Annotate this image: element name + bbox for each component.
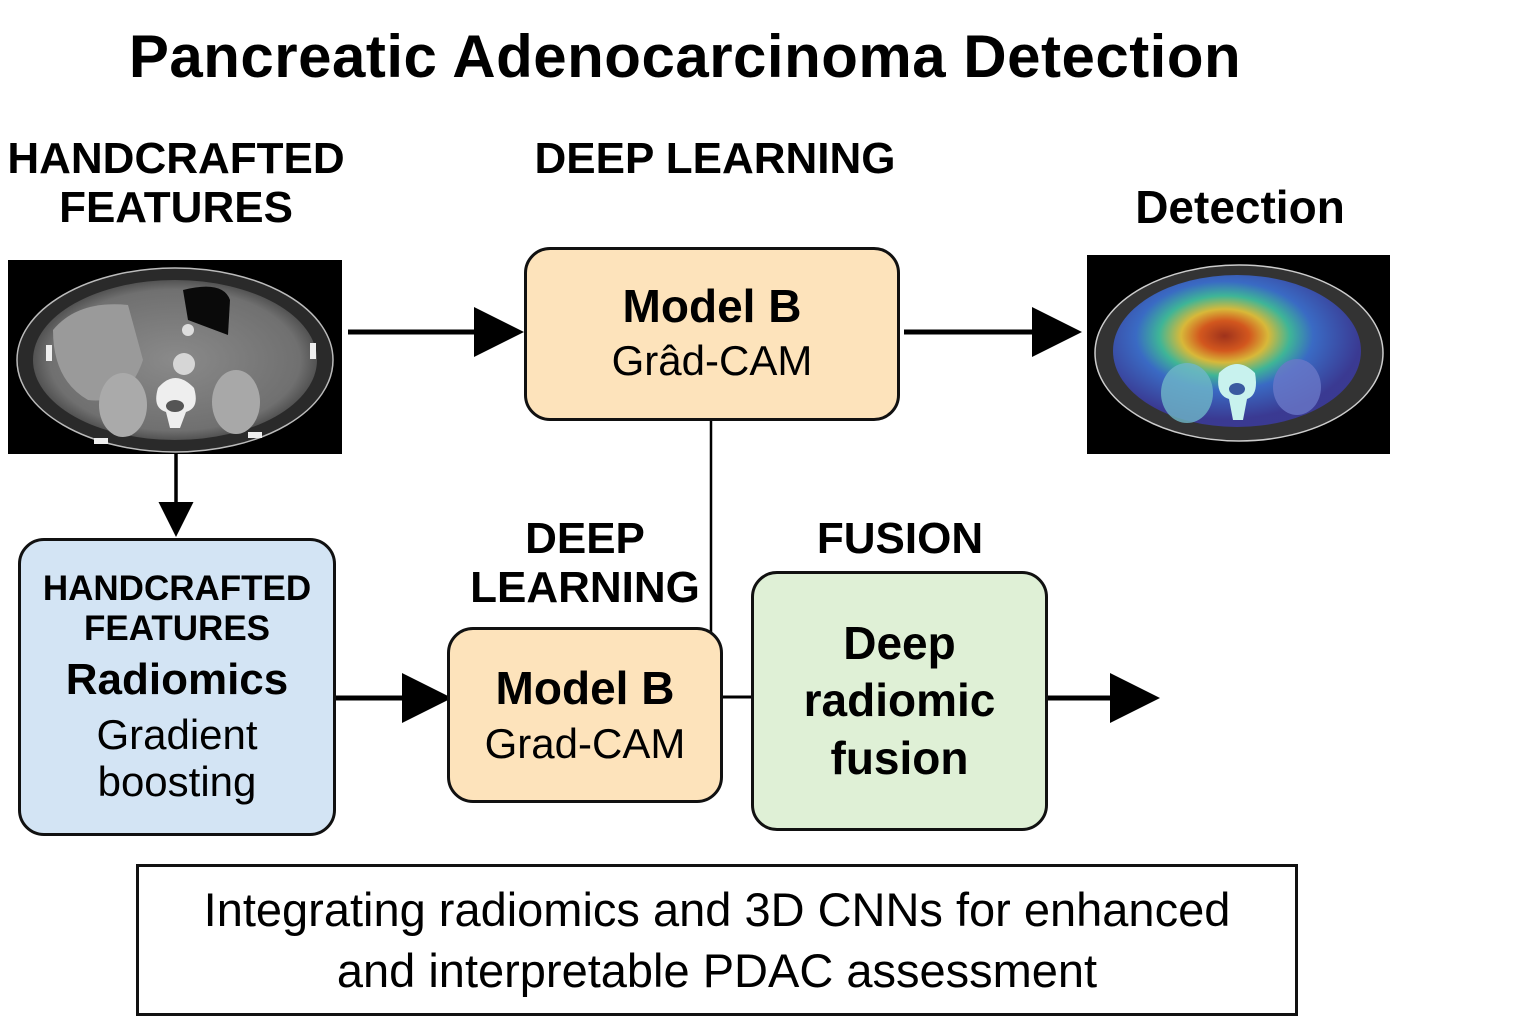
handcrafted-box-title: Radiomics [65,655,289,705]
model-b-top-subtitle: Grâd-CAM [611,337,813,385]
caption-line: Integrating radiomics and 3D CNNs for en… [203,882,1231,936]
subtitle-line: boosting [97,758,257,806]
label-line: DEEP [525,514,645,563]
handcrafted-box-header: HANDCRAFTED FEATURES [43,569,311,650]
input-ct-image [8,260,342,454]
header-line: FEATURES [83,609,271,649]
label-line: HANDCRAFTED [7,134,345,183]
label-line: FEATURES [59,183,293,233]
subtitle-line: Gradient [96,711,258,759]
label-line: LEARNING [470,563,700,613]
diagram-title: Pancreatic Adenocarcinoma Detection [128,23,1242,90]
model-b-top-title: Model B [622,280,802,333]
header-line: HANDCRAFTED [42,568,312,608]
model-b-mid-box[interactable]: Model B Grad-CAM [447,627,723,803]
handcrafted-box-subtitle: Gradient boosting [96,711,257,805]
deep-radiomic-fusion-box[interactable]: Deep radiomic fusion [751,571,1048,831]
label-fusion: FUSION [816,514,984,563]
model-b-mid-title: Model B [495,662,675,714]
model-b-top-box[interactable]: Model B Grâd-CAM [524,247,900,421]
label-deep-learning-top: DEEP LEARNING [534,134,896,183]
model-b-mid-subtitle: Grad-CAM [484,719,686,767]
fusion-line: fusion [830,731,969,784]
detection-heatmap-image [1087,255,1390,454]
caption-line: and interpretable PDAC assessment [336,944,1098,997]
handcrafted-features-box[interactable]: HANDCRAFTED FEATURES Radiomics Gradient … [18,538,336,836]
label-detection: Detection [1135,181,1345,233]
fusion-line: Deep [843,616,956,669]
fusion-box-title: Deep radiomic fusion [804,615,996,788]
fusion-line: radiomic [803,674,996,727]
label-deep-learning-mid: DEEP LEARNING [460,514,710,613]
caption-box: Integrating radiomics and 3D CNNs for en… [136,864,1298,1016]
label-handcrafted-features-top: HANDCRAFTED FEATURES [0,134,352,233]
